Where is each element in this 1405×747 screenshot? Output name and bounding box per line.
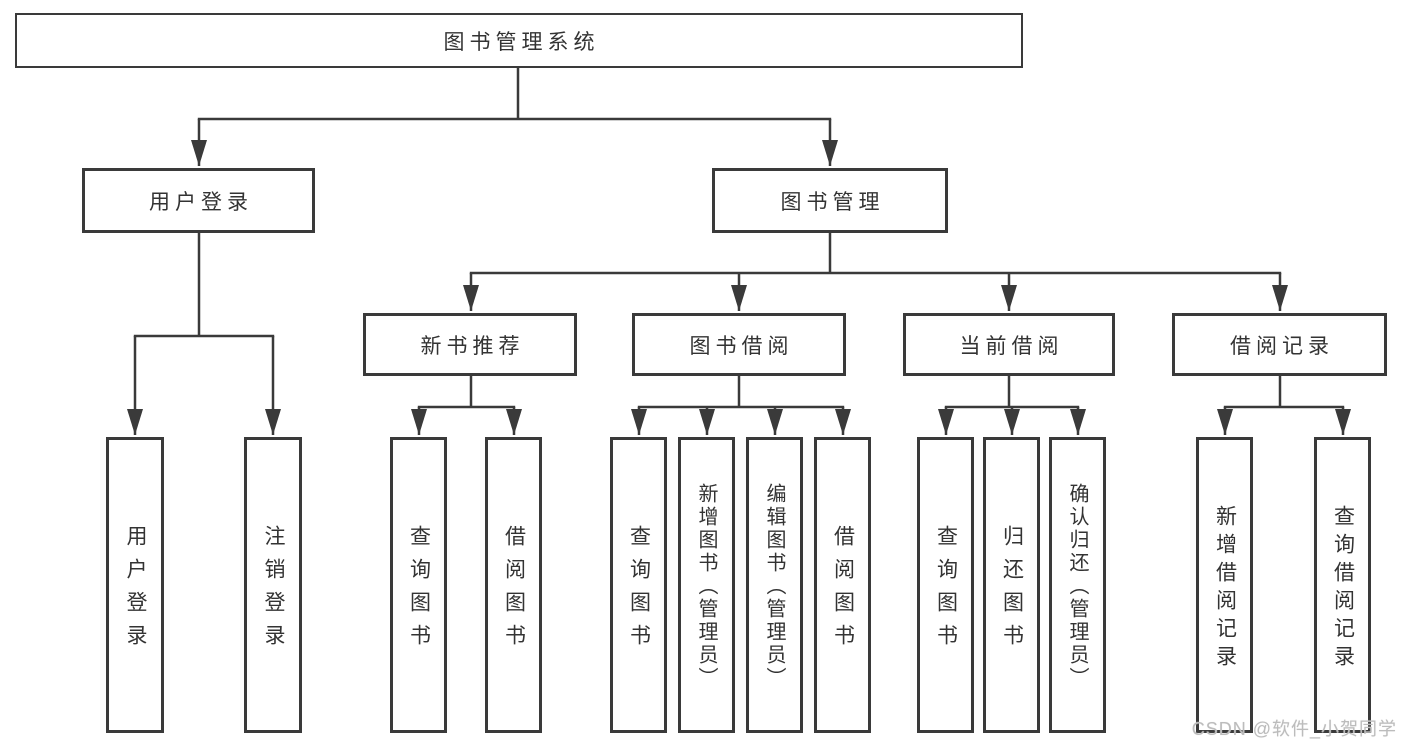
- leaf-query-books: 查询图书: [917, 437, 974, 733]
- leaf-label: 确认归还（管理员）: [1066, 483, 1088, 690]
- leaf-user-login: 用户登录: [106, 437, 164, 733]
- node-label: 图书管理系统: [443, 30, 600, 54]
- node-label: 当前借阅: [959, 334, 1064, 358]
- leaf-label: 编辑图书（管理员）: [763, 483, 785, 690]
- leaf-label: 查询图书: [934, 525, 958, 657]
- leaf-label: 归还图书: [1000, 525, 1024, 657]
- leaf-label: 借阅图书: [831, 525, 855, 657]
- leaf-label: 新增图书（管理员）: [695, 483, 717, 690]
- node-label: 借阅记录: [1230, 334, 1334, 358]
- node-user-login: 用户登录: [82, 168, 315, 233]
- leaf-label: 借阅图书: [502, 525, 526, 657]
- node-current-borrow: 当前借阅: [903, 313, 1115, 376]
- node-library-management-system: 图书管理系统: [15, 13, 1023, 68]
- csdn-watermark: CSDN @软件_小贺同学: [1191, 719, 1397, 739]
- leaf-label: 新增借阅记录: [1213, 504, 1237, 673]
- leaf-borrow-books: 借阅图书: [485, 437, 542, 733]
- leaf-edit-books-admin: 编辑图书（管理员）: [746, 437, 803, 733]
- node-borrow-records: 借阅记录: [1172, 313, 1387, 376]
- node-book-borrow: 图书借阅: [632, 313, 846, 376]
- leaf-return-books: 归还图书: [983, 437, 1040, 733]
- leaf-add-borrow-record: 新增借阅记录: [1196, 437, 1253, 733]
- leaf-query-borrow-record: 查询借阅记录: [1314, 437, 1371, 733]
- node-label: 图书借阅: [689, 334, 794, 358]
- leaf-logout: 注销登录: [244, 437, 302, 733]
- node-label: 图书管理: [780, 190, 885, 214]
- leaf-label: 查询图书: [407, 525, 431, 657]
- node-label: 新书推荐: [420, 334, 525, 358]
- node-label: 用户登录: [149, 190, 253, 214]
- node-new-book-recommend: 新书推荐: [363, 313, 577, 376]
- leaf-label: 用户登录: [124, 525, 147, 657]
- leaf-label: 查询借阅记录: [1331, 504, 1355, 673]
- leaf-label: 注销登录: [262, 525, 285, 657]
- leaf-query-books: 查询图书: [610, 437, 667, 733]
- leaf-query-books: 查询图书: [390, 437, 447, 733]
- leaf-add-books-admin: 新增图书（管理员）: [678, 437, 735, 733]
- leaf-confirm-return-admin: 确认归还（管理员）: [1049, 437, 1106, 733]
- node-book-management: 图书管理: [712, 168, 948, 233]
- leaf-borrow-books: 借阅图书: [814, 437, 871, 733]
- leaf-label: 查询图书: [627, 525, 651, 657]
